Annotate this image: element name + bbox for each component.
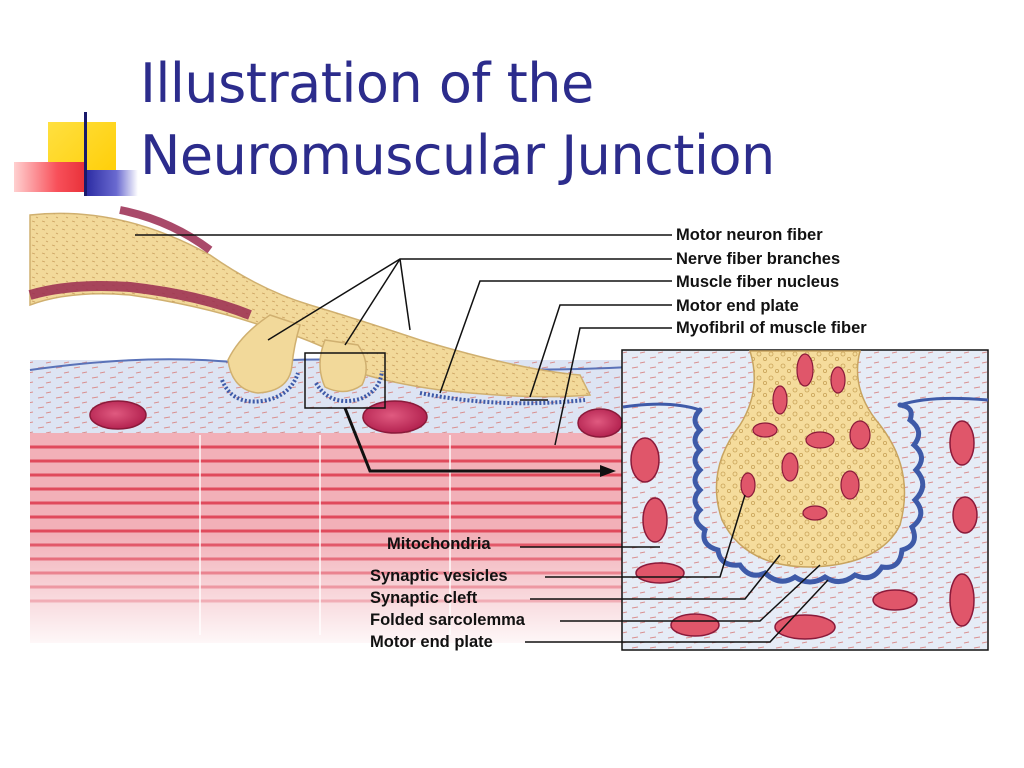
mitochondrion xyxy=(772,385,788,415)
zoom-arrow-head xyxy=(600,465,616,477)
mitochondrion xyxy=(642,497,668,543)
leader-lines-top xyxy=(135,234,672,446)
label-nerve-fiber-branches: Nerve fiber branches xyxy=(676,250,840,268)
zoom-arrow xyxy=(343,407,600,473)
mitochondrion xyxy=(752,422,778,438)
end-plate-folds xyxy=(220,370,586,406)
label-mitochondria: Mitochondria xyxy=(387,535,491,553)
label-myofibril: Myofibril of muscle fiber xyxy=(676,319,867,337)
folded-sarcolemma-coil xyxy=(692,402,926,585)
slide-title: Illustration of the Neuromuscular Juncti… xyxy=(140,48,775,192)
label-folded-sarcolemma: Folded sarcolemma xyxy=(370,611,526,629)
mitochondrion xyxy=(781,452,799,482)
neuromuscular-junction-diagram: Motor neuron fiber Nerve fiber branches … xyxy=(28,206,989,655)
mitochondrion xyxy=(670,613,720,637)
mitochondrion xyxy=(949,573,975,627)
label-muscle-fiber-nucleus: Muscle fiber nucleus xyxy=(676,273,839,291)
mitochondrion xyxy=(635,562,685,584)
mitochondrion xyxy=(802,505,828,521)
label-synaptic-vesicles: Synaptic vesicles xyxy=(370,567,508,585)
mitochondrion xyxy=(740,472,756,498)
label-motor-neuron-fiber: Motor neuron fiber xyxy=(676,226,823,244)
labels-bottom-left: Mitochondria Synaptic vesicles Synaptic … xyxy=(370,535,526,651)
mitochondrion xyxy=(796,353,814,387)
label-motor-end-plate-top: Motor end plate xyxy=(676,297,799,315)
mitochondrion xyxy=(849,420,871,450)
muscle-nucleus xyxy=(89,400,147,430)
deco-blue-bar xyxy=(84,170,138,196)
mitochondrion xyxy=(840,470,860,500)
muscle-nucleus xyxy=(362,400,428,434)
label-synaptic-cleft: Synaptic cleft xyxy=(370,589,478,607)
deco-vertical-line xyxy=(84,112,87,196)
leader-lines-bottom xyxy=(520,494,829,643)
mitochondrion xyxy=(949,420,975,466)
mitochondrion xyxy=(830,366,846,394)
label-motor-end-plate-bottom: Motor end plate xyxy=(370,633,493,651)
mitochondrion xyxy=(952,496,978,534)
mitochondrion xyxy=(805,431,835,449)
mitochondrion xyxy=(630,437,660,483)
mitochondrion xyxy=(872,589,918,611)
title-line-2: Neuromuscular Junction xyxy=(140,124,775,187)
title-line-1: Illustration of the xyxy=(140,52,594,115)
labels-top-right: Motor neuron fiber Nerve fiber branches … xyxy=(676,226,867,337)
deco-red-bar xyxy=(14,162,86,192)
muscle-nucleus xyxy=(577,408,623,438)
